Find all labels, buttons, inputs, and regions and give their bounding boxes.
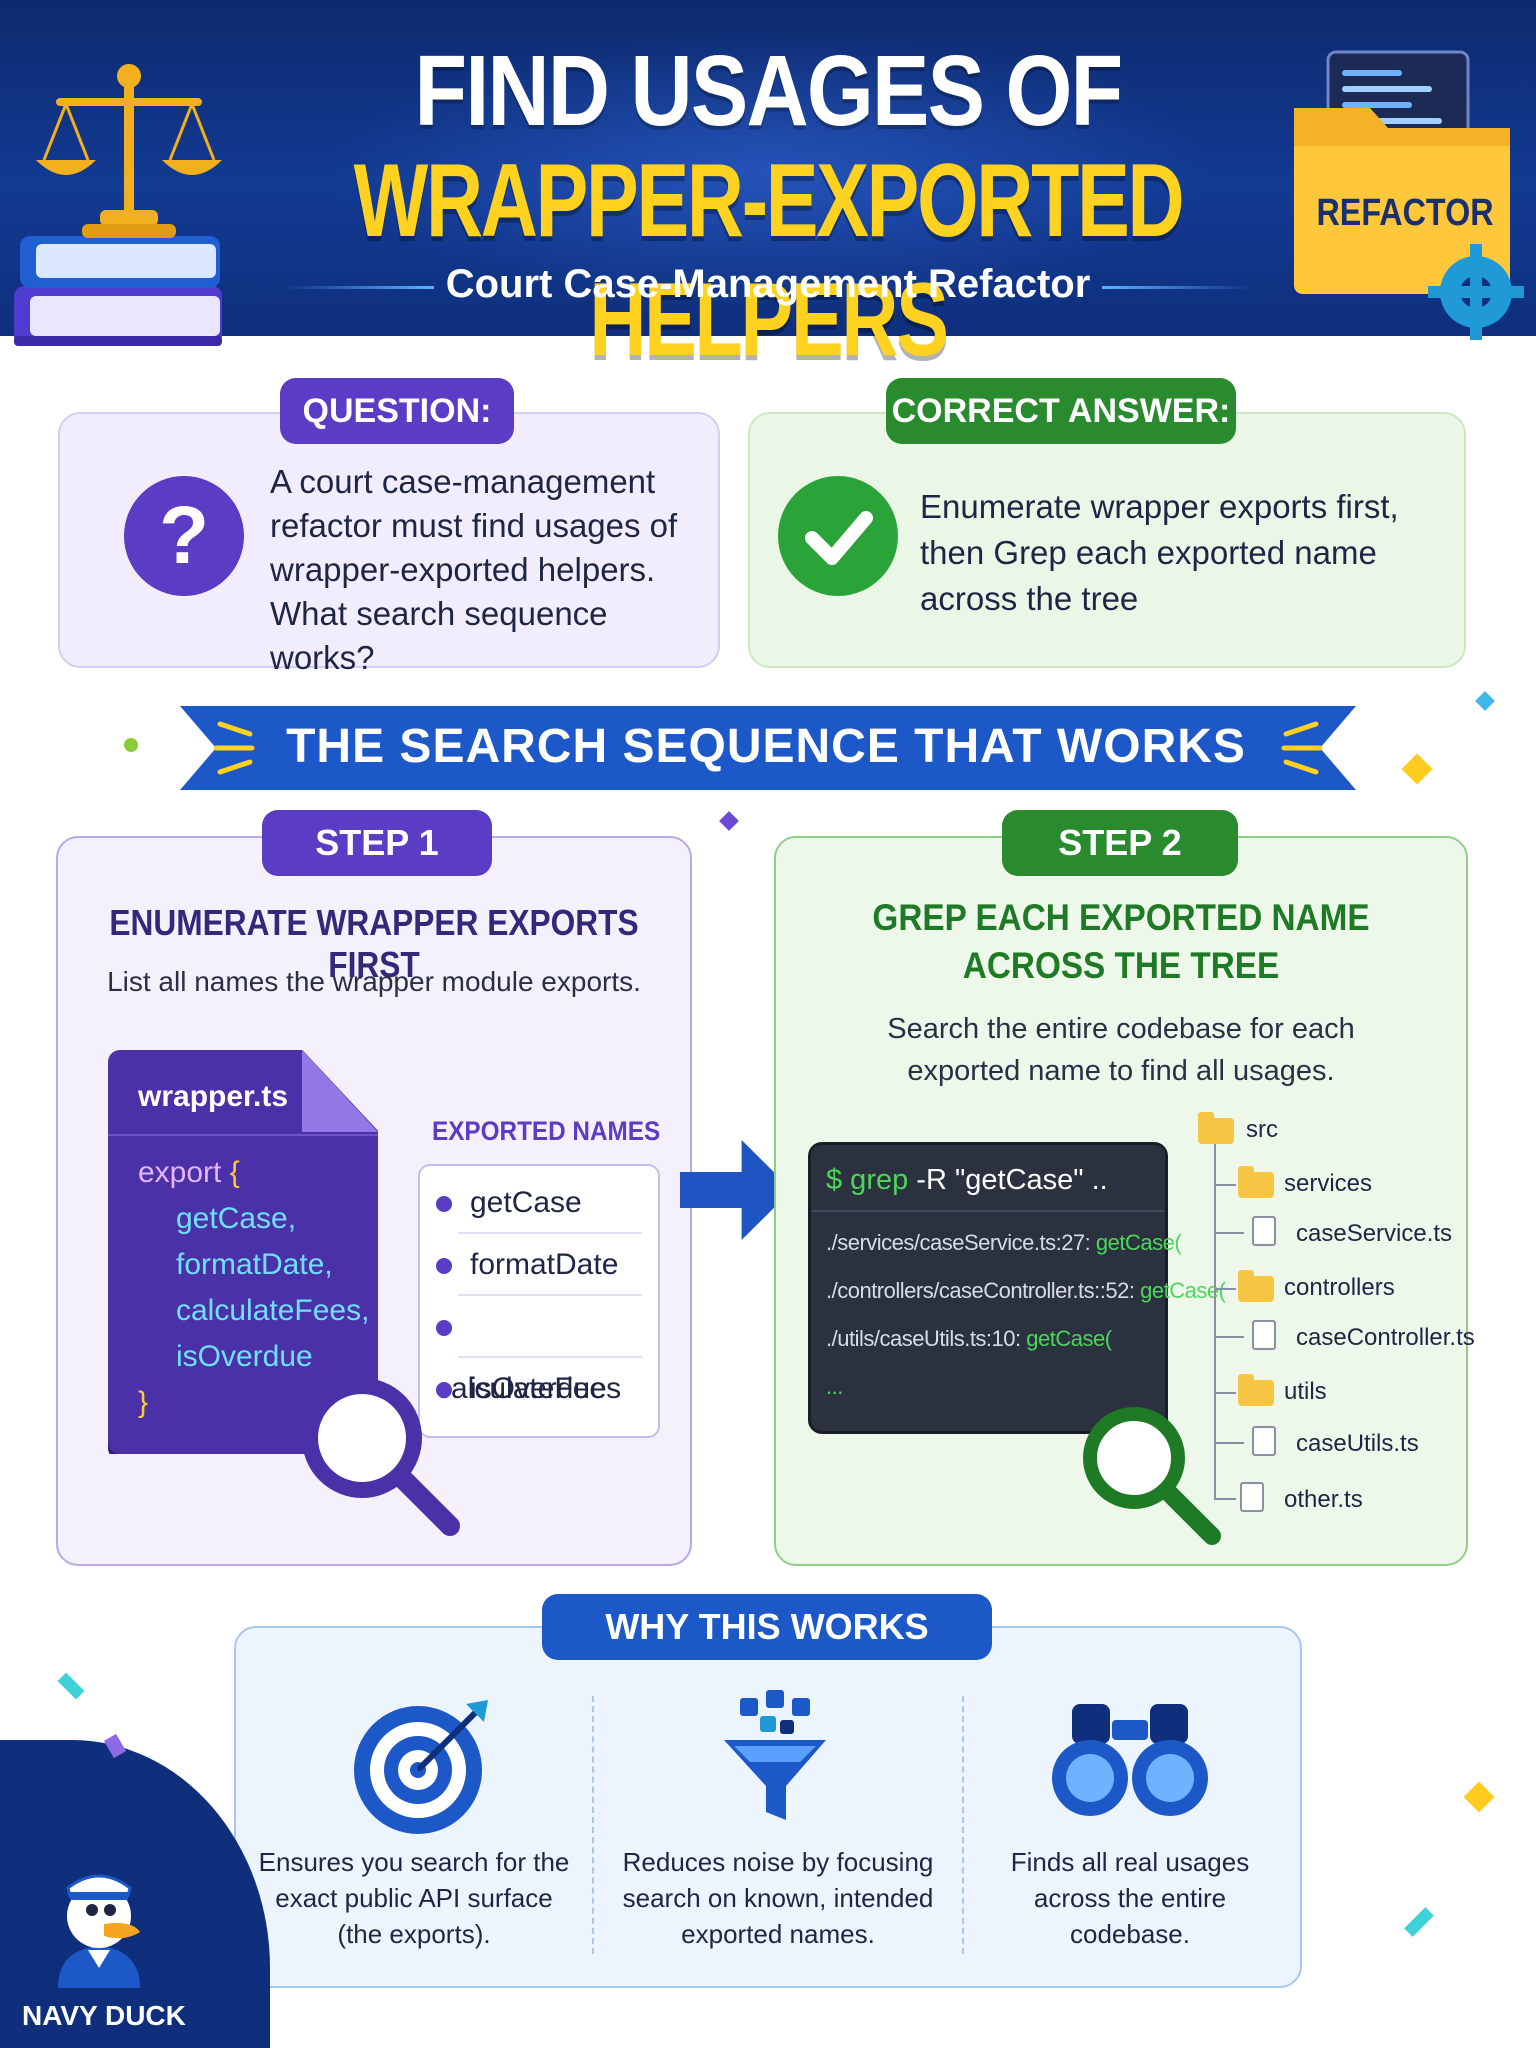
magnifier-icon [302,1378,460,1536]
folder-icon [1198,1112,1234,1144]
answer-text: Enumerate wrapper exports first, then Gr… [920,488,1399,617]
magnifier-icon [1083,1407,1221,1545]
question-mark-icon: ? [124,476,244,596]
target-icon [354,1700,488,1834]
list-item: getCase [436,1172,646,1234]
confetti [719,811,739,831]
tree-folder: utils [1284,1378,1327,1405]
step2-heading-line: ACROSS THE TREE [962,945,1280,986]
tree-branch [1216,1232,1244,1234]
banner-ribbon [180,706,1356,790]
folder-icon [1238,1270,1274,1302]
refactor-folder-icon [1294,50,1524,340]
terminal-divider [812,1210,1164,1212]
code-brace-close: } [138,1386,149,1419]
list-divider [458,1356,642,1358]
tree-file: other.ts [1284,1486,1363,1513]
step2-heading: GREP EACH EXPORTED NAME ACROSS THE TREE [809,894,1434,990]
code-name: getCase, [176,1202,297,1235]
code-brace-open: { [229,1156,240,1189]
code-name: calculateFees, [176,1294,370,1327]
confetti [124,738,138,752]
tree-file: caseUtils.ts [1296,1430,1419,1457]
checkmark-icon [778,476,898,596]
code-name: isOverdue [176,1340,313,1373]
tree-file: caseService.ts [1296,1220,1453,1247]
tree-branch [1214,1288,1236,1290]
terminal-result: ./controllers/caseController.ts::52: get… [826,1278,1226,1303]
tree-root: src [1246,1116,1278,1143]
subtitle-rule-left [284,286,434,289]
title-line-1: FIND USAGES OF [414,35,1124,147]
terminal-prompt: $ grep [826,1164,909,1196]
answer-label: CORRECT ANSWER: [886,378,1236,444]
terminal-ellipsis: ... [826,1374,843,1399]
subtitle-rule-right [1102,286,1252,289]
folder-icon [1238,1166,1274,1198]
file-icon [1252,1320,1276,1350]
terminal-window [808,1142,1168,1434]
step1-label: STEP 1 [262,810,492,876]
tree-file: caseController.ts [1296,1324,1475,1351]
step2-label: STEP 2 [1002,810,1238,876]
file-divider [108,1134,378,1136]
step2-heading-line: GREP EACH EXPORTED NAME [872,897,1370,938]
brand-label: NAVY DUCK [22,2000,186,2031]
question-label: QUESTION: [280,378,514,444]
tree-branch [1214,1184,1236,1186]
terminal-command: $ grep -R "getCase" .. [826,1164,1108,1197]
confetti [1475,691,1495,711]
list-item: isOverdue [436,1358,646,1420]
step1-heading: ENUMERATE WRAPPER EXPORTS FIRST [109,902,639,985]
exported-names-title: EXPORTED NAMES [432,1116,661,1146]
tree-branch [1216,1336,1244,1338]
tree-branch [1214,1498,1236,1500]
funnel-icon [724,1690,826,1820]
code-export-line: export { [138,1156,240,1190]
exported-names-list [418,1164,660,1438]
refactor-label: REFACTOR [1316,192,1494,234]
confetti [1463,1781,1495,1813]
file-icon [1252,1216,1276,1246]
tree-folder: controllers [1284,1274,1395,1301]
terminal-result: ./utils/caseUtils.ts:10: getCase( [826,1326,1112,1351]
step2-description: Search the entire codebase for each expo… [774,1008,1468,1092]
list-item: calculateFees [436,1296,646,1405]
title-line-2: WRAPPER-EXPORTED HELPERS [353,143,1185,378]
step1-description: List all names the wrapper module export… [107,966,641,997]
scales-books-icon [14,64,222,346]
tree-branch [1214,1392,1236,1394]
terminal-args: -R "getCase" .. [916,1164,1108,1196]
confetti [1404,1907,1434,1937]
list-divider [458,1232,642,1234]
banner-title: THE SEARCH SEQUENCE THAT WORKS [286,720,1246,773]
file-icon [1240,1482,1264,1512]
list-item: formatDate [436,1234,646,1296]
step2-description-line: Search the entire codebase for each [887,1013,1355,1045]
header-banner [0,0,1536,336]
folder-icon [1238,1374,1274,1406]
why-divider [962,1696,964,1954]
tree-branch [1216,1442,1244,1444]
subtitle: Court Case-Management Refactor [445,262,1091,306]
terminal-result: ./services/caseService.ts:27: getCase( [826,1230,1182,1255]
list-divider [458,1294,642,1296]
code-name: formatDate, [176,1248,333,1281]
duck-mascot-icon [58,1874,140,1988]
confetti [1401,753,1433,785]
tree-line [1214,1144,1216,1500]
confetti [57,1672,85,1700]
file-icon [1252,1426,1276,1456]
binoculars-icon [1052,1704,1208,1816]
code-keyword: export [138,1156,222,1189]
why-divider [592,1696,594,1954]
file-name: wrapper.ts [138,1080,289,1113]
question-text: A court case-management refactor must fi… [270,463,678,676]
tree-folder: services [1284,1170,1373,1197]
why-label: WHY THIS WORKS [542,1594,992,1660]
step2-description-line: exported name to find all usages. [907,1055,1335,1087]
